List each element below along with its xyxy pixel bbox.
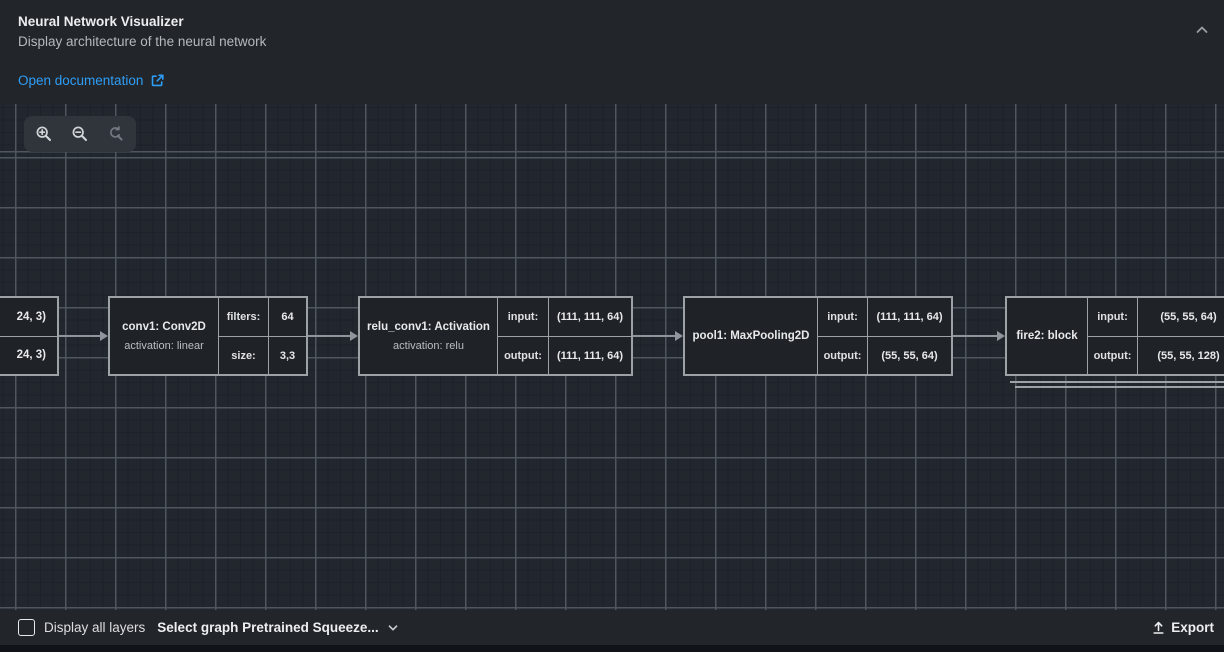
fire2-stack-line bbox=[1010, 381, 1224, 383]
param-label: filters: bbox=[218, 298, 268, 336]
node-output-shape: 24, 3) bbox=[0, 298, 57, 336]
param-label: size: bbox=[218, 336, 268, 374]
display-all-layers-label: Display all layers bbox=[44, 620, 145, 635]
edge-pool1-fire2 bbox=[953, 331, 1005, 341]
zoom-reset-button[interactable] bbox=[102, 120, 130, 148]
graph-node-relu-conv1[interactable]: relu_conv1: Activation activation: relu … bbox=[358, 296, 633, 376]
node-param-table: input: (111, 111, 64) output: (111, 111,… bbox=[497, 298, 631, 374]
node-title: conv1: Conv2D bbox=[122, 321, 206, 333]
node-title: relu_conv1: Activation bbox=[367, 321, 490, 333]
param-value: (55, 55, 64) bbox=[1137, 298, 1224, 336]
open-documentation-link[interactable]: Open documentation bbox=[18, 73, 165, 88]
edge-line bbox=[953, 335, 999, 337]
param-label: output: bbox=[1087, 336, 1137, 374]
export-button[interactable]: Export bbox=[1151, 620, 1214, 635]
graph-node-conv1[interactable]: conv1: Conv2D activation: linear filters… bbox=[108, 296, 308, 376]
param-label: output: bbox=[817, 336, 867, 374]
graph-node-input[interactable]: 24, 3) 24, 3) bbox=[0, 296, 59, 376]
arrow-head-icon bbox=[675, 331, 683, 341]
edge-relu-pool1 bbox=[633, 331, 683, 341]
doc-link-label: Open documentation bbox=[18, 73, 143, 88]
edge-conv1-relu bbox=[308, 331, 358, 341]
graph-node-pool1[interactable]: pool1: MaxPooling2D input: (111, 111, 64… bbox=[683, 296, 953, 376]
node-title: pool1: MaxPooling2D bbox=[693, 330, 810, 342]
node-output-shape: 24, 3) bbox=[0, 336, 57, 375]
upload-icon bbox=[1151, 620, 1166, 635]
panel-bottom-edge bbox=[0, 645, 1224, 652]
arrow-head-icon bbox=[997, 331, 1005, 341]
zoom-toolbar bbox=[24, 116, 136, 152]
param-value: (111, 111, 64) bbox=[867, 298, 951, 336]
param-label: input: bbox=[497, 298, 548, 336]
param-label: input: bbox=[1087, 298, 1137, 336]
chevron-up-icon bbox=[1193, 21, 1211, 39]
edge-line bbox=[633, 335, 677, 337]
param-value: 3,3 bbox=[268, 336, 306, 374]
fire2-stack-line bbox=[1015, 386, 1224, 388]
page-subtitle: Display architecture of the neural netwo… bbox=[18, 34, 266, 49]
edge-line bbox=[308, 335, 352, 337]
param-value: (55, 55, 128) bbox=[1137, 336, 1224, 374]
param-value: 64 bbox=[268, 298, 306, 336]
graph-node-fire2[interactable]: fire2: block input: (55, 55, 64) output:… bbox=[1005, 296, 1224, 376]
param-value: (111, 111, 64) bbox=[548, 298, 631, 336]
graph-select-dropdown[interactable]: Select graph Pretrained Squeeze... bbox=[157, 620, 400, 636]
node-param-table: input: (55, 55, 64) output: (55, 55, 128… bbox=[1087, 298, 1224, 374]
arrow-head-icon bbox=[350, 331, 358, 341]
collapse-panel-button[interactable] bbox=[1190, 18, 1214, 42]
node-header: conv1: Conv2D activation: linear bbox=[110, 298, 218, 374]
arrow-head-icon bbox=[100, 331, 108, 341]
panel-footer: Display all layers Select graph Pretrain… bbox=[0, 610, 1224, 645]
node-param-table: input: (111, 111, 64) output: (55, 55, 6… bbox=[817, 298, 951, 374]
node-header: fire2: block bbox=[1007, 298, 1087, 374]
external-link-icon bbox=[150, 73, 165, 88]
zoom-out-icon bbox=[71, 125, 89, 143]
node-header: relu_conv1: Activation activation: relu bbox=[360, 298, 497, 374]
node-title: fire2: block bbox=[1016, 330, 1077, 342]
node-header: pool1: MaxPooling2D bbox=[685, 298, 817, 374]
param-label: input: bbox=[817, 298, 867, 336]
chevron-down-icon bbox=[385, 620, 401, 636]
node-subtitle: activation: linear bbox=[124, 340, 204, 352]
page-title: Neural Network Visualizer bbox=[18, 14, 184, 29]
zoom-in-button[interactable] bbox=[30, 120, 58, 148]
panel-header: Neural Network Visualizer Display archit… bbox=[0, 0, 1224, 104]
zoom-out-button[interactable] bbox=[66, 120, 94, 148]
param-value: (55, 55, 64) bbox=[867, 336, 951, 374]
graph-select-label: Select graph Pretrained Squeeze... bbox=[157, 620, 378, 635]
zoom-reset-icon bbox=[107, 125, 125, 143]
edge-line bbox=[57, 335, 102, 337]
graph-canvas[interactable]: 24, 3) 24, 3) conv1: Conv2D activation: … bbox=[0, 104, 1224, 610]
param-value: (111, 111, 64) bbox=[548, 336, 631, 374]
display-all-layers-checkbox[interactable] bbox=[18, 619, 35, 636]
param-label: output: bbox=[497, 336, 548, 374]
zoom-in-icon bbox=[35, 125, 53, 143]
node-param-table: filters: 64 size: 3,3 bbox=[218, 298, 306, 374]
edge-input-conv1 bbox=[57, 331, 108, 341]
node-subtitle: activation: relu bbox=[393, 340, 464, 352]
export-label: Export bbox=[1171, 620, 1214, 635]
